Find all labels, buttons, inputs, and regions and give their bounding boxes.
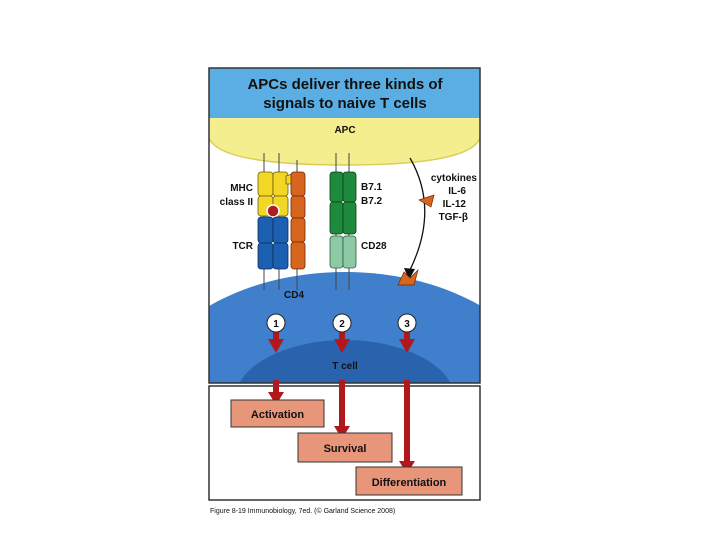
tcell-nucleus [239, 340, 451, 383]
outcome-differentiation: Differentiation [355, 466, 463, 496]
cd28-label: CD28 [361, 241, 387, 252]
mhc-alpha-1 [257, 171, 274, 197]
mhc-tcr-complex [257, 153, 306, 290]
cd28-domain-2 [342, 235, 357, 269]
cytokine-arrow [404, 157, 426, 280]
peptide-icon [266, 204, 280, 218]
title-line-1: APCs deliver three kinds of [247, 76, 443, 93]
svg-text:1: 1 [273, 319, 279, 330]
svg-text:3: 3 [404, 319, 410, 330]
svg-text:2: 2 [339, 319, 345, 330]
cytokine-receptor-icon [397, 268, 419, 286]
tcr-beta-1 [272, 216, 289, 244]
svg-text:Differentiation: Differentiation [372, 477, 447, 489]
tcell-label: T cell [332, 361, 358, 372]
il12-label: IL-12 [443, 199, 467, 210]
b7-domain-2 [342, 171, 357, 203]
signal-badge-3: 3 [397, 313, 417, 333]
outcome-activation: Activation [230, 399, 325, 428]
cytokines-label: cytokines [431, 173, 478, 184]
b7-domain-3 [329, 201, 344, 235]
cd28-domain-1 [329, 235, 344, 269]
mhc-label-line-2: class II [220, 197, 254, 208]
cd4-domain-2 [290, 195, 306, 219]
svg-text:Activation: Activation [251, 409, 304, 421]
cd4-domain-1 [290, 171, 306, 197]
tcr-alpha-1 [257, 216, 274, 244]
apc-label: APC [334, 125, 355, 136]
cytokine-icon [418, 194, 435, 208]
tcr-label: TCR [232, 241, 253, 252]
svg-text:Survival: Survival [324, 443, 367, 455]
figure-caption: Figure 8-19 Immunobiology, 7ed. (© Garla… [210, 507, 395, 515]
b7-2-label: B7.2 [361, 196, 383, 207]
b7-domain-4 [342, 201, 357, 235]
tcr-alpha-2 [257, 242, 274, 270]
signal-arrows [268, 328, 415, 353]
signal-badge-2: 2 [332, 313, 352, 333]
outcome-survival: Survival [297, 432, 393, 463]
b7-1-label: B7.1 [361, 182, 383, 193]
cd4-domain-4 [290, 241, 306, 270]
mhc-label-line-1: MHC [230, 183, 253, 194]
b7-domain-1 [329, 171, 344, 203]
tcr-beta-2 [272, 242, 289, 270]
upper-panel: APCs deliver three kinds of signals to n… [208, 67, 481, 384]
b7-cd28-complex [329, 153, 357, 290]
apc-cell [209, 118, 480, 165]
tgfb-label: TGF-β [439, 212, 468, 223]
title-band [209, 68, 480, 118]
il6-label: IL-6 [448, 186, 466, 197]
cd4-label: CD4 [284, 290, 304, 301]
title-line-2: signals to naive T cells [263, 95, 426, 112]
cd4-domain-3 [290, 217, 306, 243]
signal-badge-1: 1 [266, 313, 286, 333]
